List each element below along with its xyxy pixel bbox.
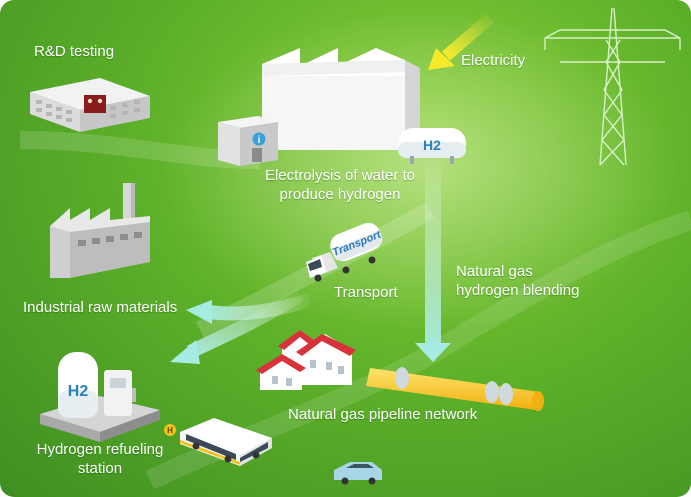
electricity-arrow	[428, 13, 494, 70]
refueling-label: Hydrogen refueling station	[24, 440, 176, 478]
houses-icon	[256, 330, 356, 390]
info-icon: i	[258, 135, 261, 146]
flow-arrow-down	[415, 160, 451, 362]
rd-building-icon	[30, 78, 150, 132]
hydrogen-tank-icon: H2	[398, 128, 466, 164]
car-icon	[334, 462, 382, 485]
flow-arrow-to-station	[170, 289, 304, 364]
refueling-label-line2: station	[77, 460, 123, 477]
electricity-label: Electricity	[461, 52, 526, 69]
h2-station-text: H2	[68, 383, 89, 400]
transport-truck-icon: Transport	[306, 222, 384, 282]
pipeline-label: Natural gas pipeline network	[288, 406, 478, 423]
bus-marker-text: H	[167, 426, 173, 435]
rd-testing-label: R&D testing	[34, 43, 115, 60]
gas-pipeline-icon	[366, 367, 544, 411]
transport-label: Transport	[334, 284, 398, 301]
bus-icon: H	[164, 418, 272, 466]
electrolysis-label-line1: Electrolysis of water to	[264, 167, 416, 184]
industrial-factory-icon	[50, 183, 150, 278]
power-pylon-icon	[544, 7, 681, 166]
hydrogen-station-icon: H2	[40, 352, 160, 442]
blending-label-line2: hydrogen blending	[456, 282, 580, 299]
electrolysis-label-line2: produce hydrogen	[279, 186, 401, 203]
electrolysis-label: Electrolysis of water to produce hydroge…	[250, 166, 430, 204]
h2-tank-text: H2	[423, 137, 441, 153]
blending-label-line1: Natural gas	[456, 263, 533, 280]
electrolysis-factory-icon: i	[218, 48, 420, 166]
blending-label: Natural gas hydrogen blending	[456, 262, 579, 300]
refueling-label-line1: Hydrogen refueling	[36, 441, 164, 458]
industrial-label: Industrial raw materials	[23, 299, 178, 316]
